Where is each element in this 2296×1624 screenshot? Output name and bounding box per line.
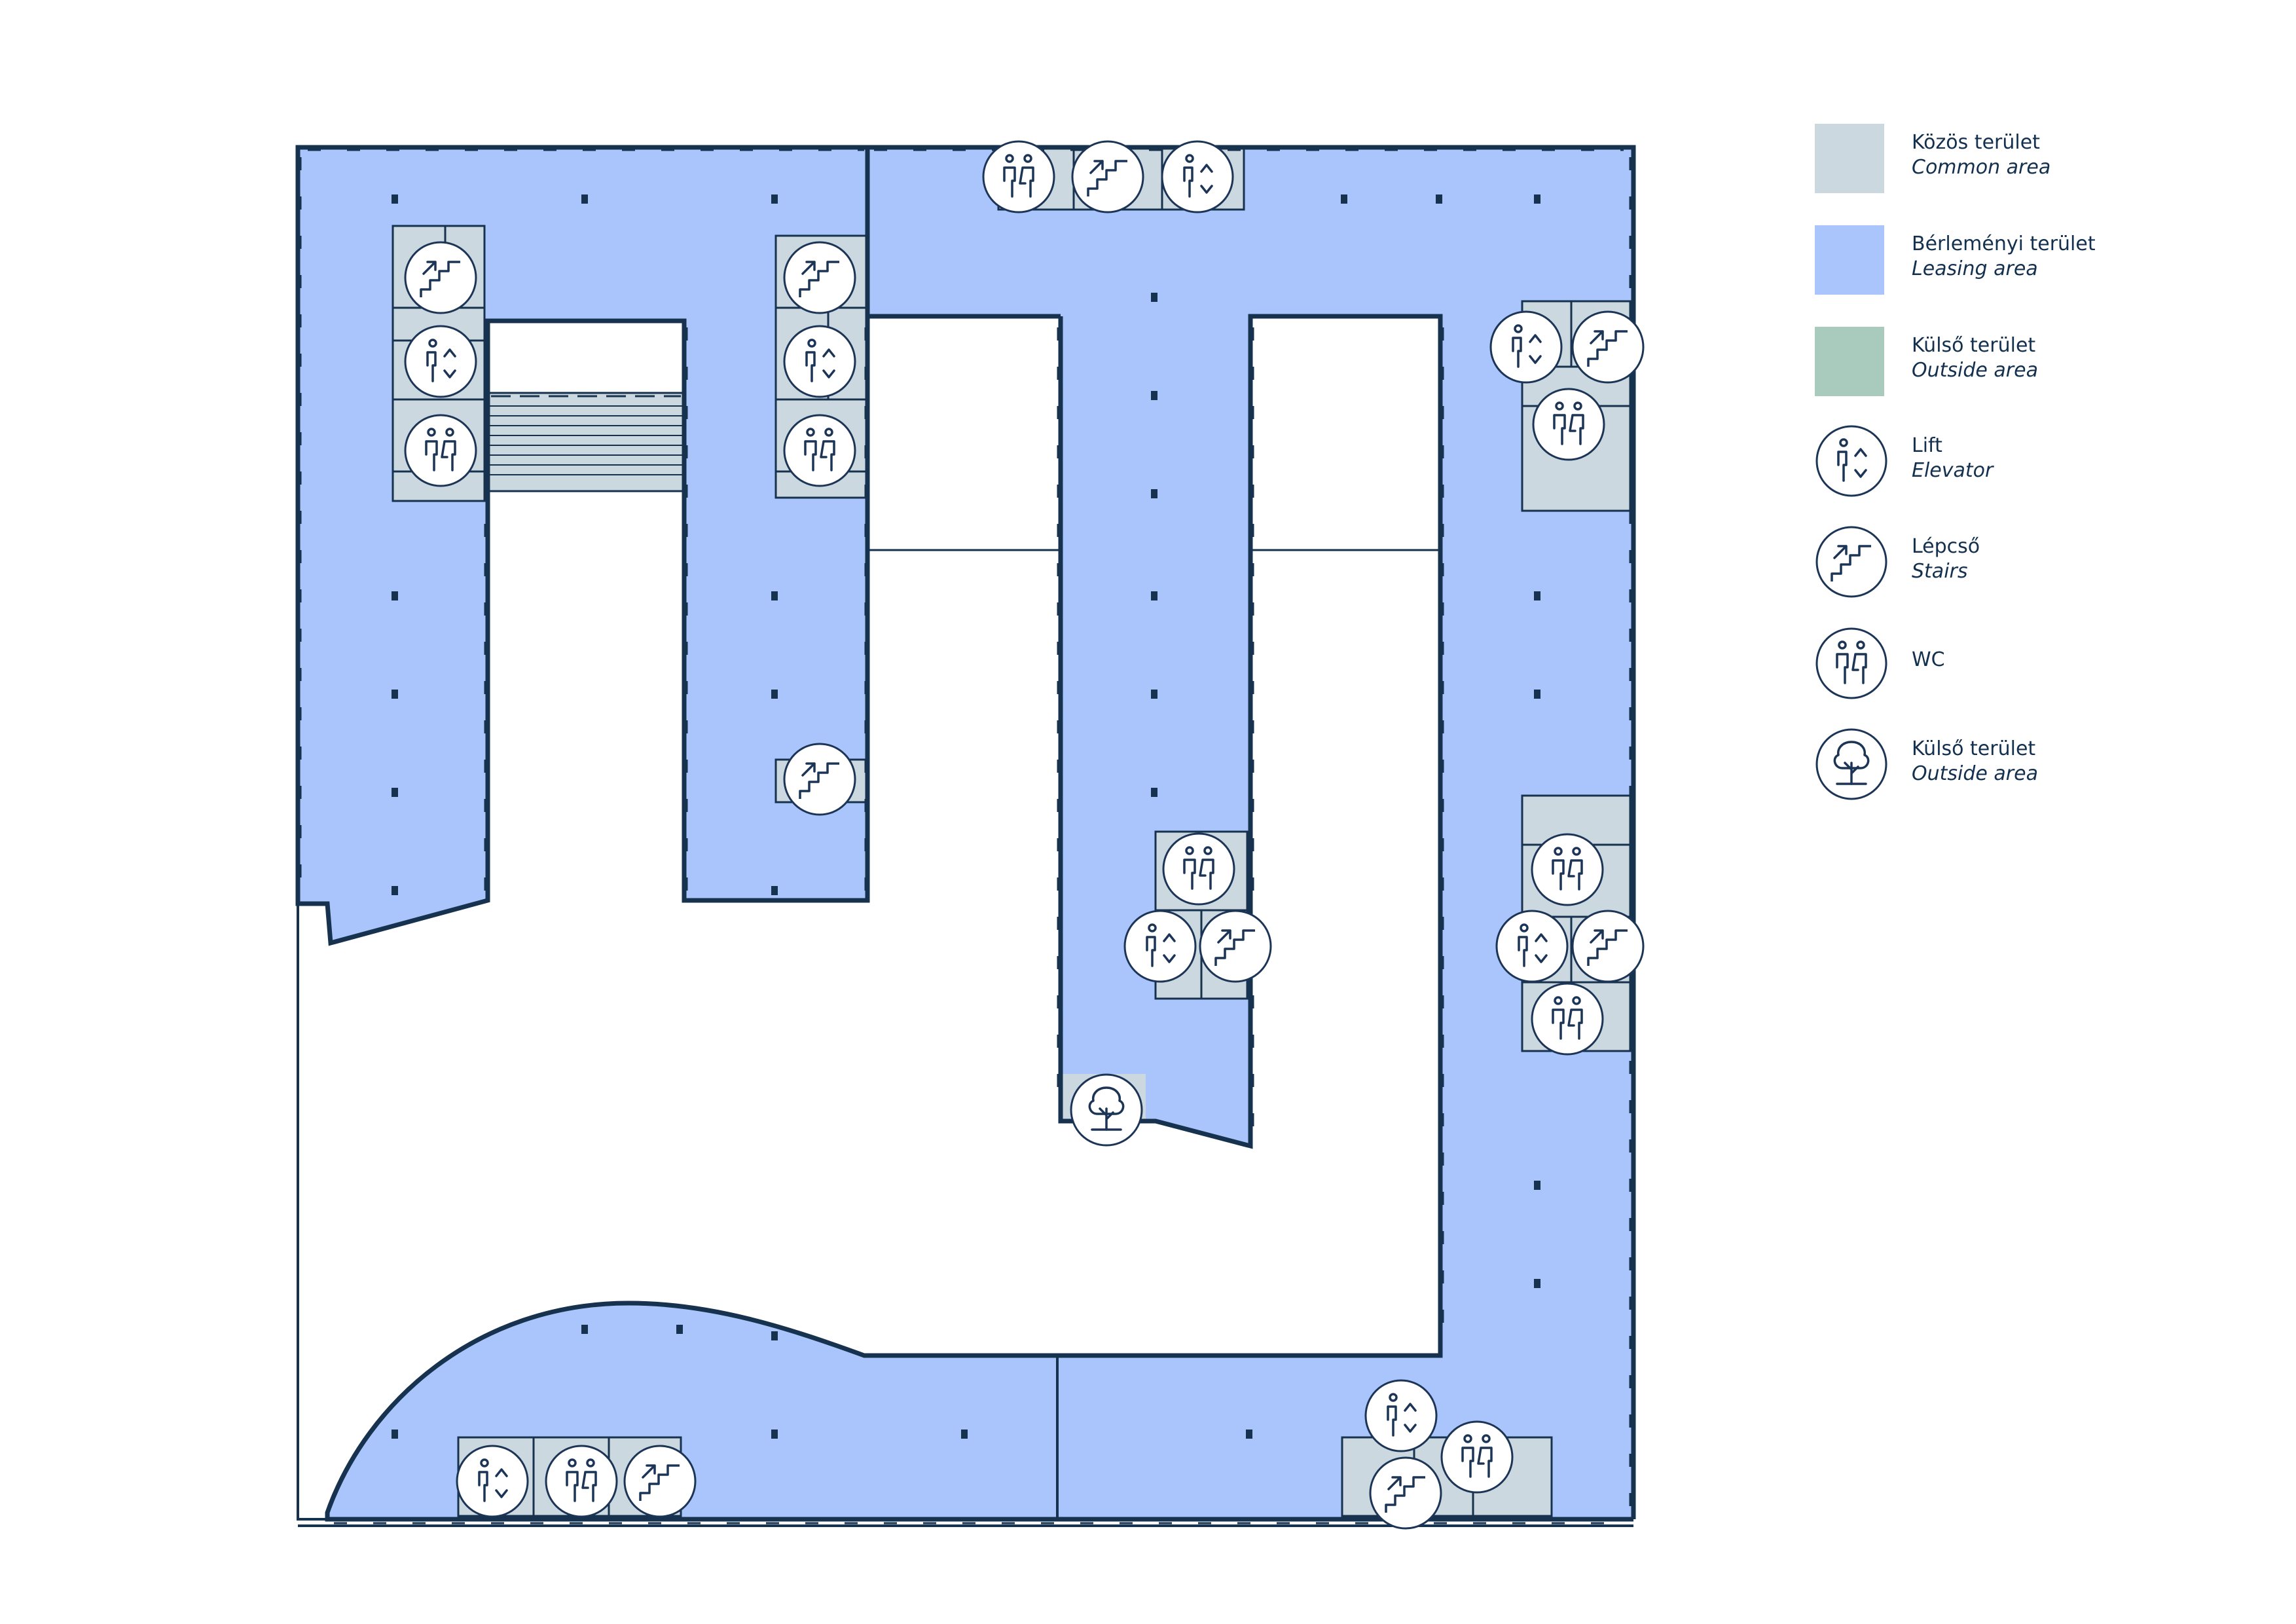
stairs-icon xyxy=(783,241,856,314)
legend-swatch xyxy=(1815,124,1884,193)
legend-label-hu: Lépcső xyxy=(1912,535,1980,558)
tree-icon xyxy=(1815,728,1887,800)
stairs-icon xyxy=(1815,526,1887,598)
wc-icon xyxy=(1531,833,1604,906)
elevator-icon xyxy=(1495,910,1569,983)
legend-label-hu: Bérleményi terület xyxy=(1912,232,2096,255)
legend-label-hu: Külső terület xyxy=(1912,737,2036,760)
wc-icon xyxy=(783,414,856,487)
elevator-icon xyxy=(1161,140,1234,213)
wc-icon xyxy=(1440,1420,1514,1494)
tree-icon xyxy=(1070,1073,1143,1147)
wc-icon xyxy=(545,1445,618,1518)
elevator-icon xyxy=(404,325,477,398)
legend-label-hu: Közös terület xyxy=(1912,131,2040,154)
wc-icon xyxy=(1532,388,1605,461)
legend-label-en: Stairs xyxy=(1912,560,1968,583)
legend-label-hu: Lift xyxy=(1912,434,1942,457)
wc-icon xyxy=(1162,832,1235,906)
wc-icon xyxy=(1531,982,1604,1056)
stairs-icon xyxy=(1199,910,1272,983)
stairs-icon xyxy=(1571,910,1645,983)
structural-columns xyxy=(392,194,1540,1439)
elevator-icon xyxy=(456,1445,529,1518)
walls xyxy=(295,145,1636,1527)
elevator-icon xyxy=(783,325,856,398)
elevator-icon xyxy=(1489,310,1563,384)
elevator-icon xyxy=(1364,1379,1438,1452)
legend-label-en: Outside area xyxy=(1912,359,2038,382)
plan-markers xyxy=(404,140,1645,1530)
stairs-icon xyxy=(404,241,477,314)
legend-label-en: Outside area xyxy=(1912,762,2038,785)
elevator-icon xyxy=(1123,910,1197,983)
facade-mullions xyxy=(299,149,1631,1524)
stairs-icon xyxy=(1369,1456,1442,1530)
wc-icon xyxy=(404,414,477,487)
wc-icon xyxy=(982,140,1055,213)
wc-icon xyxy=(1815,627,1887,699)
legend-swatch xyxy=(1815,327,1884,396)
stairs-icon xyxy=(1071,140,1144,213)
elevator-icon xyxy=(1815,425,1887,497)
stairs-icon xyxy=(783,743,856,816)
legend-label-en: Elevator xyxy=(1912,459,1994,482)
leasing-areas xyxy=(298,147,1633,1519)
legend-swatch xyxy=(1815,225,1884,295)
legend-label-en: Leasing area xyxy=(1912,257,2038,280)
legend-label-hu: WC xyxy=(1912,648,1945,671)
legend-label-en: Common area xyxy=(1912,156,2051,179)
stairs-icon xyxy=(1571,310,1645,384)
legend-label-hu: Külső terület xyxy=(1912,334,2036,357)
stairs-icon xyxy=(623,1445,697,1518)
legend-item: WC xyxy=(1815,627,2208,699)
